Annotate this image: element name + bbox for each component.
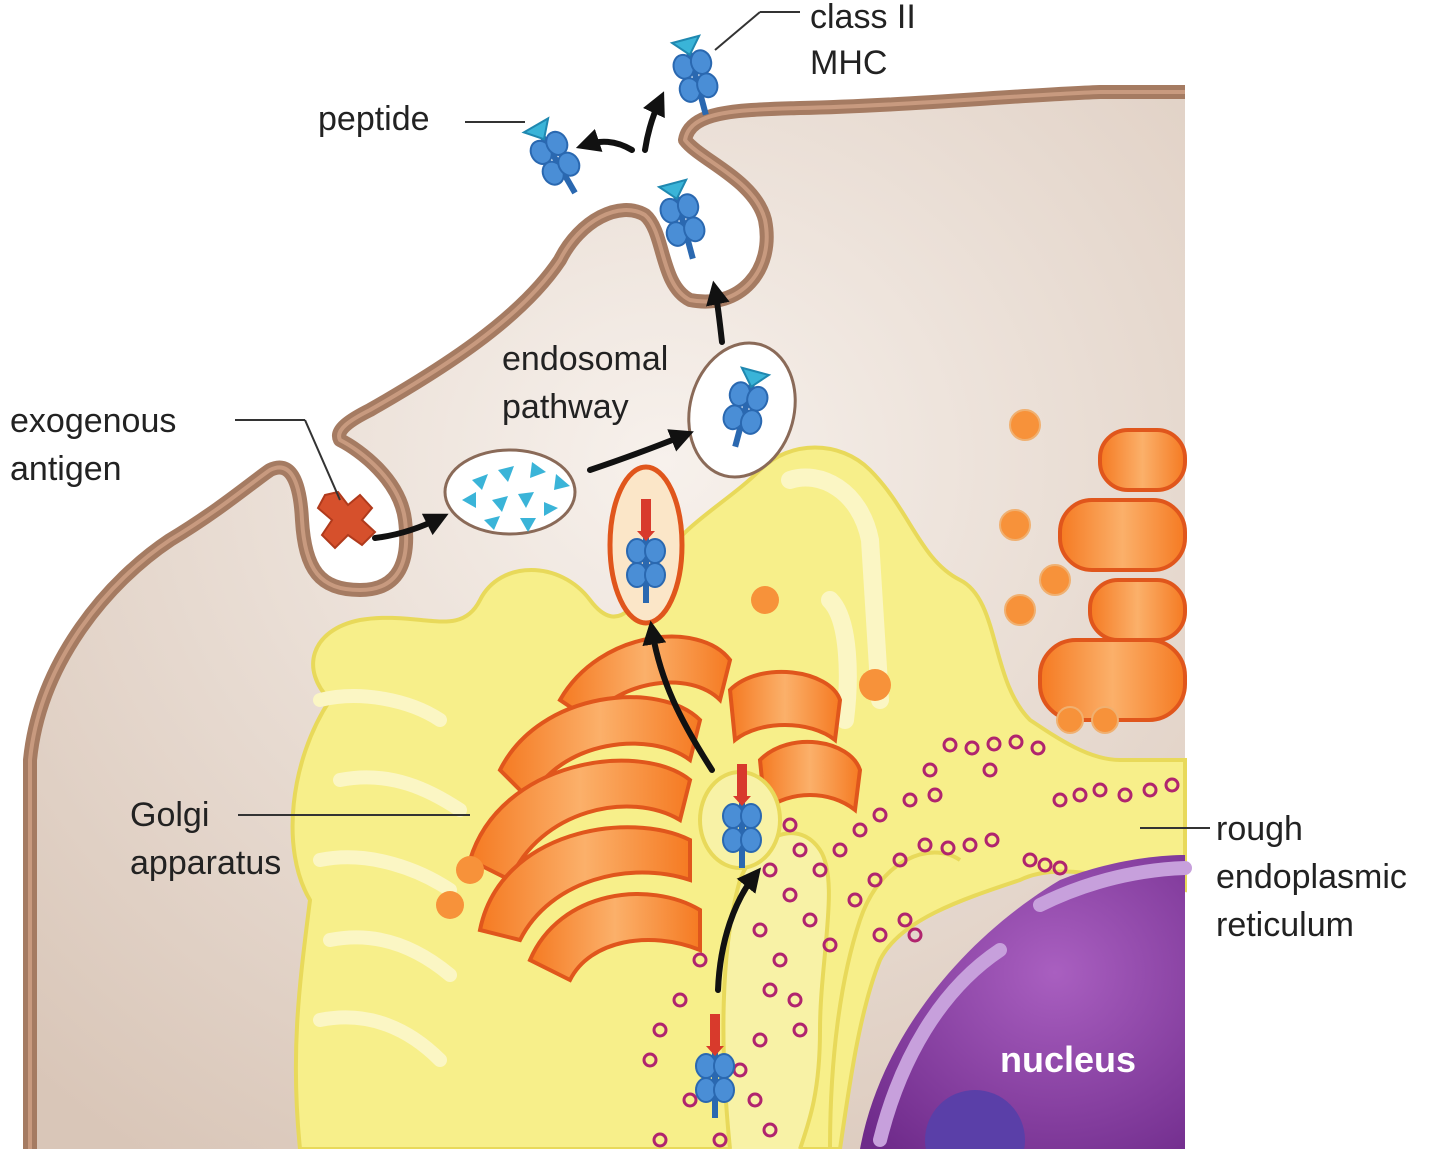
exogenous-antigen [316, 490, 377, 550]
golgi-apparatus [436, 586, 891, 983]
surface-class-ii-mhc-molecule-icon-2 [666, 33, 726, 121]
nucleus-label: nucleus [1000, 1039, 1136, 1080]
surface-class-ii-mhc-molecule-icon-1 [518, 114, 593, 204]
nucleus: nucleus [860, 855, 1192, 1149]
endosomal-vesicle [687, 341, 797, 479]
nucleolus [925, 1090, 1025, 1149]
rough-er-label: rough [1216, 810, 1303, 848]
class-ii-mhc-leader [714, 11, 761, 51]
golgi-stack-right [999, 409, 1187, 734]
arrow-icon [706, 280, 730, 345]
endosomal-pathway-label: endosomal [502, 340, 668, 378]
endosome-peptides [443, 448, 577, 536]
plasma-membrane-highlight [28, 90, 1185, 1149]
golgi-vesicle [607, 464, 685, 626]
arrow-icon [587, 429, 694, 473]
rough-er-label-line2: endoplasmic [1216, 858, 1407, 896]
class-ii-mhc-label-line2: MHC [810, 44, 887, 82]
arrows [372, 91, 761, 993]
labels: class II MHC peptide endosomal pathway e… [10, 0, 1407, 944]
endosomal-pathway-label-line2: pathway [502, 388, 629, 426]
golgi-apparatus-label: Golgi [130, 796, 209, 834]
arrow-icon [715, 867, 761, 993]
exogenous-antigen-label: exogenous [10, 402, 176, 440]
exogenous-antigen-leader-2 [304, 419, 341, 501]
arrow-icon [575, 129, 635, 153]
ribosomes [642, 734, 1180, 1148]
exogenous-antigen-label-line2: antigen [10, 450, 122, 488]
peptide-label: peptide [318, 100, 430, 138]
golgi-apparatus-label-line2: apparatus [130, 844, 281, 882]
arrow-icon [642, 91, 665, 153]
arrow-icon [372, 513, 449, 541]
arrow-icon [642, 620, 715, 773]
class-ii-mhc-label: class II [810, 0, 916, 36]
rough-er-label-line3: reticulum [1216, 906, 1354, 944]
